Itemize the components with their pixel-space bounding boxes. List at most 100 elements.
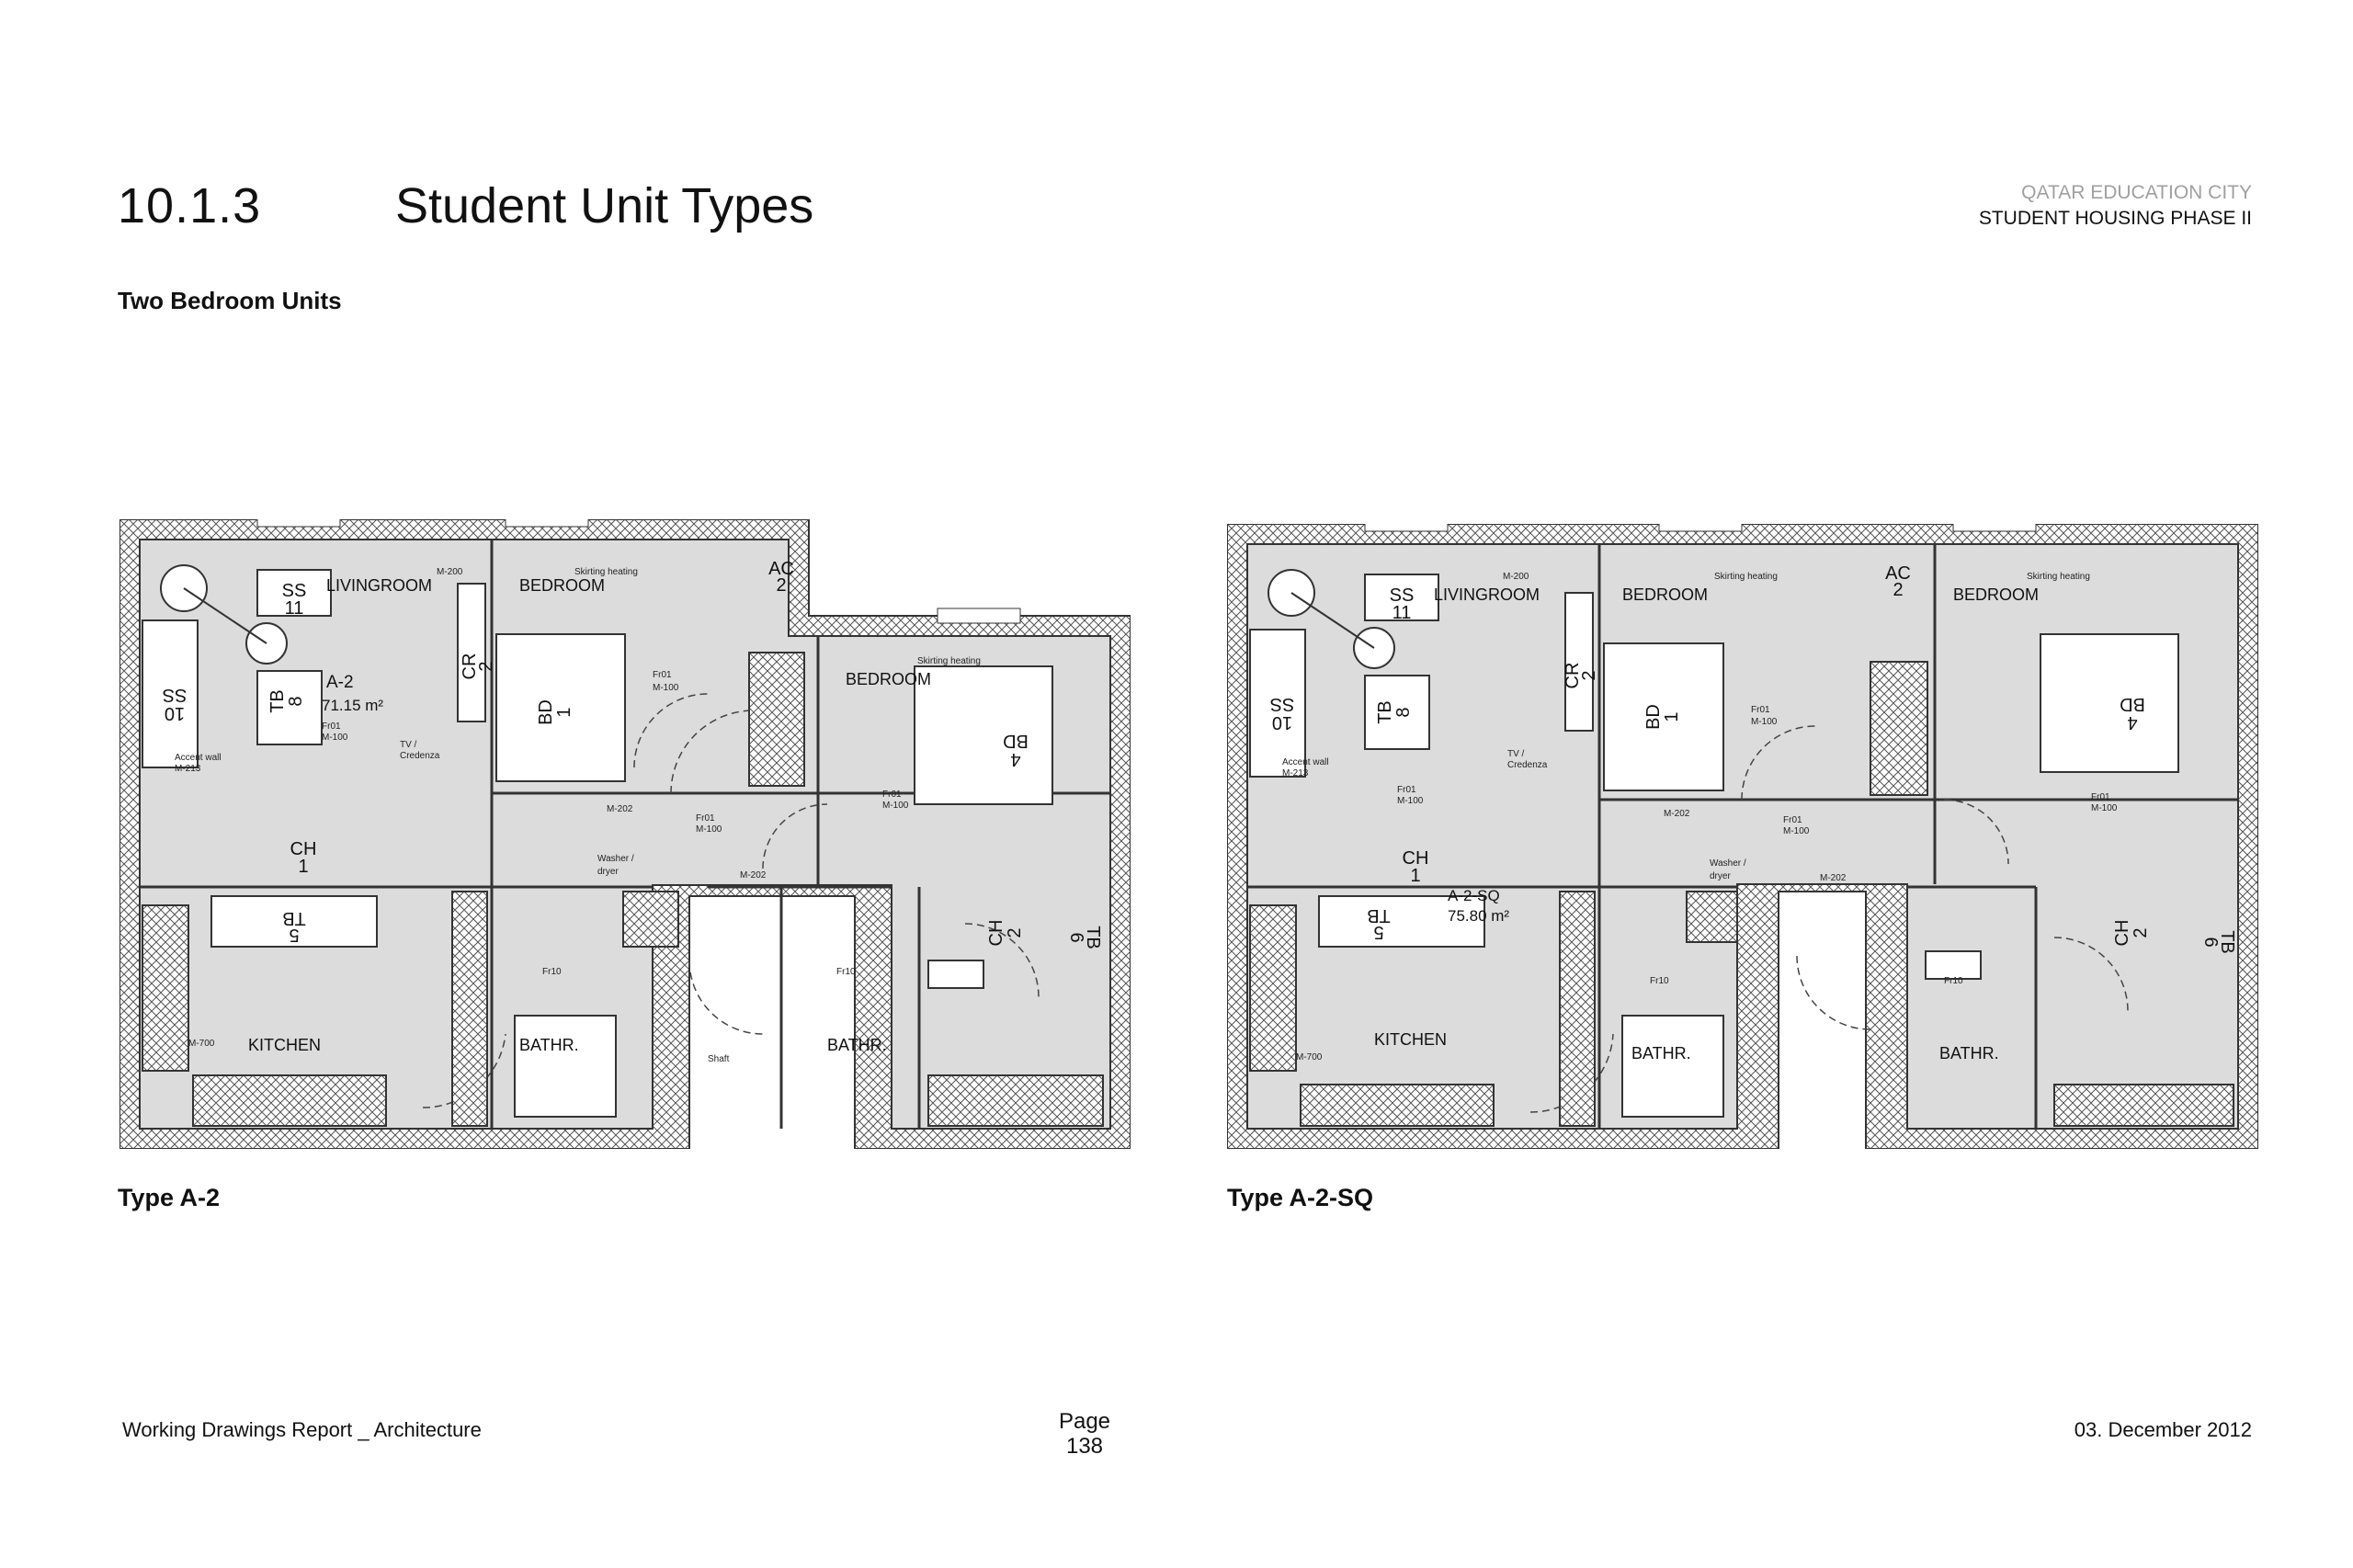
room-label-bedroom-2: BEDROOM — [1953, 585, 2039, 604]
tag-tb-8-num: 8 — [1393, 707, 1414, 717]
note-fr01-3: Fr01 — [882, 790, 902, 800]
room-label-kitchen: KITCHEN — [1374, 1030, 1447, 1049]
note-m700: M-700 — [1296, 1052, 1323, 1062]
note-m100-4: M-100 — [1783, 826, 1810, 836]
note-m100-1: M-100 — [1751, 717, 1778, 727]
tag-tb-5-code: TB — [282, 908, 306, 928]
note-m202-2: M-202 — [740, 870, 767, 881]
room-label-living: LIVINGROOM — [1434, 585, 1540, 604]
note-m202-2: M-202 — [1820, 873, 1847, 883]
note-m200: M-200 — [437, 567, 463, 577]
tag-tb-6-num: 6 — [2200, 937, 2221, 947]
tag-cr-2-num: 2 — [476, 661, 496, 671]
tag-tb-6-code: TB — [1083, 926, 1103, 949]
note-credenza: Credenza — [400, 751, 440, 761]
tag-cr-2-num: 2 — [1579, 670, 1599, 680]
tag-tb-8-code: TB — [267, 689, 288, 713]
tag-ac-2-num: 2 — [776, 575, 786, 596]
room-label-bath-1: BATHR. — [1631, 1044, 1691, 1062]
note-m100-3: M-100 — [2091, 803, 2118, 813]
note-fr01-4: Fr01 — [1783, 815, 1802, 825]
tag-tb-6-num: 6 — [1066, 932, 1086, 942]
footer-page-label: Page — [1058, 1409, 1111, 1434]
room-label-kitchen: KITCHEN — [248, 1036, 321, 1054]
tag-bd-1-num: 1 — [1662, 711, 1682, 722]
note-skirting-2: Skirting heating — [917, 656, 981, 666]
footer-page-number: 138 — [1065, 1434, 1104, 1459]
note-tv: TV / — [1507, 749, 1525, 759]
floor-plan-type-a-2: LIVINGROOM BEDROOM BEDROOM KITCHEN BATHR… — [119, 519, 1131, 1149]
note-fr01-1: Fr01 — [1751, 705, 1770, 715]
note-m213: M-213 — [1282, 768, 1309, 778]
note-m202-1: M-202 — [1664, 809, 1690, 819]
note-m100-2: M-100 — [1397, 796, 1424, 806]
note-fr10-2: Fr10 — [836, 967, 856, 977]
footer-date: 03. December 2012 — [2074, 1418, 2252, 1441]
footer-page: Page 138 — [1048, 1409, 1121, 1459]
note-skirting-1: Skirting heating — [1714, 572, 1778, 582]
note-m100-1: M-100 — [653, 683, 679, 693]
tag-bd-4-num: 4 — [2127, 712, 2137, 733]
tag-tb-5-code: TB — [1367, 905, 1391, 926]
note-m100-2: M-100 — [322, 733, 348, 743]
note-fr10-1: Fr10 — [1650, 976, 1669, 986]
note-m100-4: M-100 — [696, 824, 722, 835]
tag-bd-1-num: 1 — [554, 707, 574, 717]
project-name: QATAR EDUCATION CITY — [2021, 182, 2252, 203]
tag-tb-5-num: 5 — [289, 925, 299, 945]
tag-ss-11-code: SS — [1390, 585, 1415, 606]
note-washer: Washer / — [1710, 858, 1746, 869]
note-skirting-2: Skirting heating — [2027, 572, 2090, 582]
tag-ss-11-code: SS — [282, 581, 307, 601]
tag-ch-1-code: CH — [290, 839, 317, 859]
floor-plan-type-a-2-sq: LIVINGROOM BEDROOM BEDROOM KITCHEN BATHR… — [1227, 524, 2258, 1149]
tag-ss-10-code: SS — [1270, 694, 1295, 714]
room-label-living: LIVINGROOM — [326, 576, 432, 595]
note-washer: Washer / — [597, 854, 634, 864]
unit-label: A-2 — [326, 673, 354, 692]
tag-cr-2-code: CR — [1563, 663, 1583, 689]
note-dryer: dryer — [1710, 871, 1731, 881]
floor-area — [139, 539, 1111, 1130]
note-shaft: Shaft — [708, 1054, 730, 1064]
floor-area — [1246, 543, 2239, 1130]
room-label-bedroom-1: BEDROOM — [1622, 585, 1708, 604]
note-fr10-2: Fr10 — [1944, 976, 1963, 986]
tag-ac-2-code: AC — [1885, 563, 1911, 584]
project-phase: STUDENT HOUSING PHASE II — [1978, 208, 2252, 229]
note-m213: M-213 — [175, 764, 201, 774]
tag-ch-1-code: CH — [1403, 848, 1429, 869]
tag-ac-2-num: 2 — [1893, 580, 1903, 600]
note-skirting-1: Skirting heating — [574, 567, 638, 577]
note-dryer: dryer — [597, 867, 619, 877]
plan-caption-a-2: Type A-2 — [118, 1184, 221, 1211]
subheading: Two Bedroom Units — [118, 287, 342, 314]
note-m700: M-700 — [188, 1039, 215, 1049]
tag-ss-10-num: 10 — [165, 703, 185, 723]
tag-ch-2-num: 2 — [2131, 927, 2151, 937]
unit-area: 71.15 m² — [322, 697, 383, 714]
tag-cr-2-code: CR — [460, 653, 480, 680]
note-credenza: Credenza — [1507, 760, 1548, 770]
tag-ch-1-num: 1 — [298, 857, 308, 877]
note-fr01-2: Fr01 — [1397, 785, 1416, 795]
room-label-bath-2: BATHR. — [827, 1036, 887, 1054]
section-title: Student Unit Types — [395, 178, 814, 233]
tag-ss-10-code: SS — [163, 685, 188, 705]
plan-caption-a-2-sq: Type A-2-SQ — [1227, 1184, 1374, 1211]
room-label-bath-2: BATHR. — [1939, 1044, 1999, 1062]
tag-ch-1-num: 1 — [1410, 866, 1420, 886]
room-label-bedroom-1: BEDROOM — [519, 576, 605, 595]
note-m100-3: M-100 — [882, 801, 909, 811]
tag-ch-2-code: CH — [2112, 920, 2132, 947]
tag-tb-8-num: 8 — [286, 696, 306, 706]
tag-tb-5-num: 5 — [1373, 922, 1383, 942]
note-fr01-2: Fr01 — [322, 722, 341, 732]
room-label-bath-1: BATHR. — [519, 1036, 579, 1054]
note-accent-wall: Accent wall — [1282, 757, 1329, 767]
note-m202-1: M-202 — [607, 804, 633, 814]
note-fr01-1: Fr01 — [653, 670, 672, 680]
tag-ac-2-code: AC — [768, 559, 794, 579]
tag-tb-8-code: TB — [1375, 700, 1395, 724]
room-label-bedroom-2: BEDROOM — [846, 670, 931, 688]
